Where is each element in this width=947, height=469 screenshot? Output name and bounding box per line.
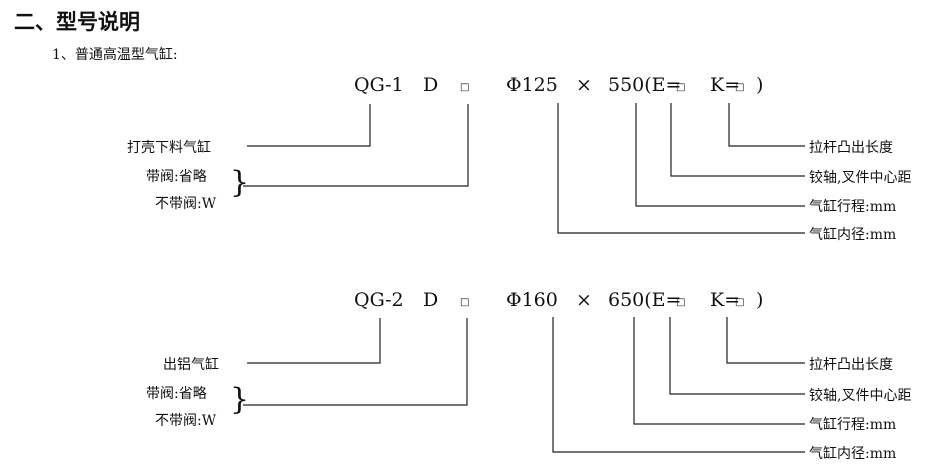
m1-right-label-2: 气缸行程:mm bbox=[809, 199, 897, 215]
m2-line-k bbox=[726, 317, 805, 364]
m1-right-label-0: 拉杆凸出长度 bbox=[809, 140, 893, 156]
m1-valve-without: 不带阀:W bbox=[155, 196, 217, 212]
m1-k-label: K= bbox=[710, 74, 741, 96]
m1-line-dia bbox=[557, 103, 805, 234]
m1-right-label-1: 铰轴,叉件中心距 bbox=[809, 170, 912, 186]
m1-line-stroke bbox=[635, 103, 805, 207]
m1-box: □ bbox=[460, 82, 470, 93]
m1-stroke: 550(E= bbox=[608, 74, 682, 96]
m1-line-prefix bbox=[247, 104, 371, 147]
m2-line-e bbox=[669, 317, 805, 395]
m2-right-label-2: 气缸行程:mm bbox=[809, 417, 897, 433]
m2-e-box: □ bbox=[676, 297, 686, 308]
m2-k-label: K= bbox=[710, 289, 741, 311]
m2-diameter: Φ160 bbox=[506, 289, 558, 311]
m1-line-box bbox=[243, 104, 469, 187]
m1-series: D bbox=[423, 74, 439, 96]
m1-valve-with: 带阀:省略 bbox=[146, 169, 207, 185]
m1-brace: } bbox=[230, 165, 250, 200]
m2-line-stroke bbox=[633, 317, 805, 425]
m1-line-k bbox=[728, 103, 805, 147]
m2-right-label-1: 铰轴,叉件中心距 bbox=[809, 388, 912, 404]
m1-prefix: QG-1 bbox=[354, 74, 404, 96]
m2-box: □ bbox=[460, 297, 470, 308]
m1-e-box: □ bbox=[676, 82, 686, 93]
section-title: 二、型号说明 bbox=[14, 10, 140, 34]
m2-line-dia bbox=[552, 317, 805, 453]
subsection-title: 1、普通高温型气缸: bbox=[52, 47, 178, 63]
m1-right-label-3: 气缸内径:mm bbox=[809, 227, 897, 243]
m2-right-label-0: 拉杆凸出长度 bbox=[809, 357, 893, 373]
m2-prefix: QG-2 bbox=[354, 289, 404, 311]
m1-close: ) bbox=[756, 74, 764, 96]
m2-line-box bbox=[243, 318, 468, 406]
m2-valve-with: 带阀:省略 bbox=[146, 386, 207, 402]
m2-times: × bbox=[576, 289, 592, 311]
m1-k-box: □ bbox=[735, 82, 745, 93]
m2-right-label-3: 气缸内径:mm bbox=[809, 446, 897, 462]
m2-left-label: 出铝气缸 bbox=[163, 357, 219, 373]
m2-line-prefix bbox=[247, 318, 381, 364]
m2-k-box: □ bbox=[735, 297, 745, 308]
m2-stroke: 650(E= bbox=[608, 289, 682, 311]
m2-close: ) bbox=[756, 289, 764, 311]
m2-series: D bbox=[423, 289, 439, 311]
m1-diameter: Φ125 bbox=[506, 74, 558, 96]
m1-left-label: 打壳下料气缸 bbox=[127, 140, 211, 156]
m2-brace: } bbox=[230, 382, 250, 417]
m2-valve-without: 不带阀:W bbox=[155, 413, 217, 429]
m1-line-e bbox=[670, 103, 805, 177]
m1-times: × bbox=[576, 74, 592, 96]
